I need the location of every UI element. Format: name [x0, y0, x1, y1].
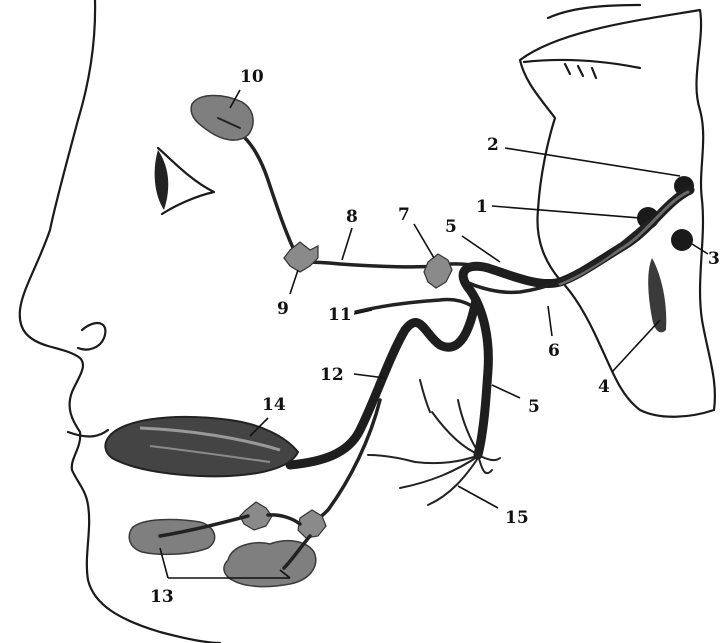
label-3: 3: [708, 249, 720, 269]
leader-6: [548, 306, 552, 336]
label-5b: 5: [528, 397, 540, 417]
label-15: 15: [505, 508, 529, 528]
ear-canal-ridge: [524, 5, 640, 68]
leader-8: [342, 228, 352, 260]
label-9: 9: [277, 299, 289, 319]
label-5a: 5: [445, 217, 457, 237]
label-7: 7: [398, 205, 410, 225]
ganglion-7: [424, 254, 452, 288]
eye-icon: [155, 148, 214, 214]
label-11: 11: [328, 305, 352, 325]
nerve-11: [356, 299, 472, 312]
chorda-tympani: [290, 300, 476, 465]
leader-3: [692, 244, 708, 254]
label-14: 14: [262, 395, 286, 415]
lacrimal-nerve: [232, 128, 300, 262]
ear-teeth-marks: [565, 64, 596, 78]
ganglion-9: [284, 242, 318, 272]
leader-7: [414, 224, 434, 258]
label-8: 8: [346, 207, 358, 227]
nostril-outline: [78, 323, 105, 350]
label-4: 4: [598, 377, 610, 397]
leader-2: [505, 148, 680, 176]
label-10: 10: [240, 67, 264, 87]
greater-petrosal-nerve: [300, 262, 488, 268]
mouth-line: [68, 430, 108, 436]
leader-15: [458, 486, 498, 508]
leader-4: [612, 320, 660, 372]
nerve-6-branch: [462, 222, 648, 292]
leader-9: [290, 270, 298, 294]
sublingual-gland: [129, 520, 214, 555]
leader-5b: [492, 385, 520, 398]
label-12: 12: [320, 365, 344, 385]
label-1: 1: [476, 197, 488, 217]
nucleus-3: [671, 229, 693, 251]
label-6: 6: [548, 341, 560, 361]
leader-1: [492, 206, 640, 218]
lacrimal-gland: [191, 96, 253, 141]
label-2: 2: [487, 135, 499, 155]
structure-4: [648, 258, 666, 332]
label-13: 13: [150, 587, 174, 607]
leader-5a: [462, 236, 500, 262]
